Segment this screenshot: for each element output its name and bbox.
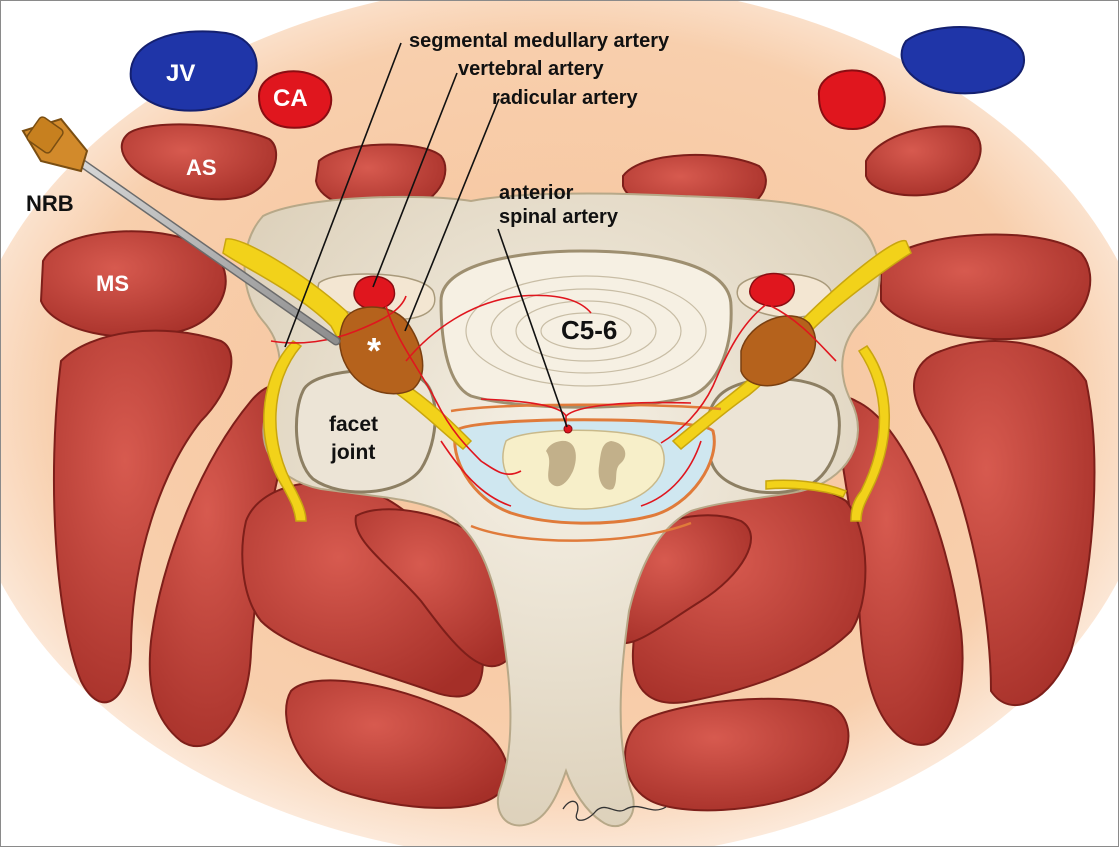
label-nrb: NRB: [26, 191, 74, 216]
vertebral-artery-right: [750, 274, 794, 307]
anterior-spinal-artery: [564, 425, 572, 433]
label-radicular-artery: radicular artery: [492, 87, 639, 109]
vertebral-artery-left: [354, 276, 394, 309]
carotid-artery-right: [819, 70, 885, 129]
label-ca: CA: [273, 85, 308, 112]
label-asterisk: *: [367, 330, 381, 371]
label-as: AS: [186, 155, 217, 180]
label-ms: MS: [96, 271, 129, 296]
label-anterior: anterior: [499, 182, 574, 204]
label-vertebra: C5-6: [561, 315, 617, 345]
label-vertebral-artery: vertebral artery: [458, 58, 605, 80]
label-joint: joint: [330, 441, 375, 464]
label-spinal-artery: spinal artery: [499, 206, 619, 228]
label-facet: facet: [329, 413, 378, 436]
middle-scalene-muscle-right: [881, 234, 1090, 339]
facet-joint-right: [706, 379, 839, 493]
label-segmental-medullary-artery: segmental medullary artery: [409, 30, 670, 52]
label-jv: JV: [166, 60, 195, 87]
